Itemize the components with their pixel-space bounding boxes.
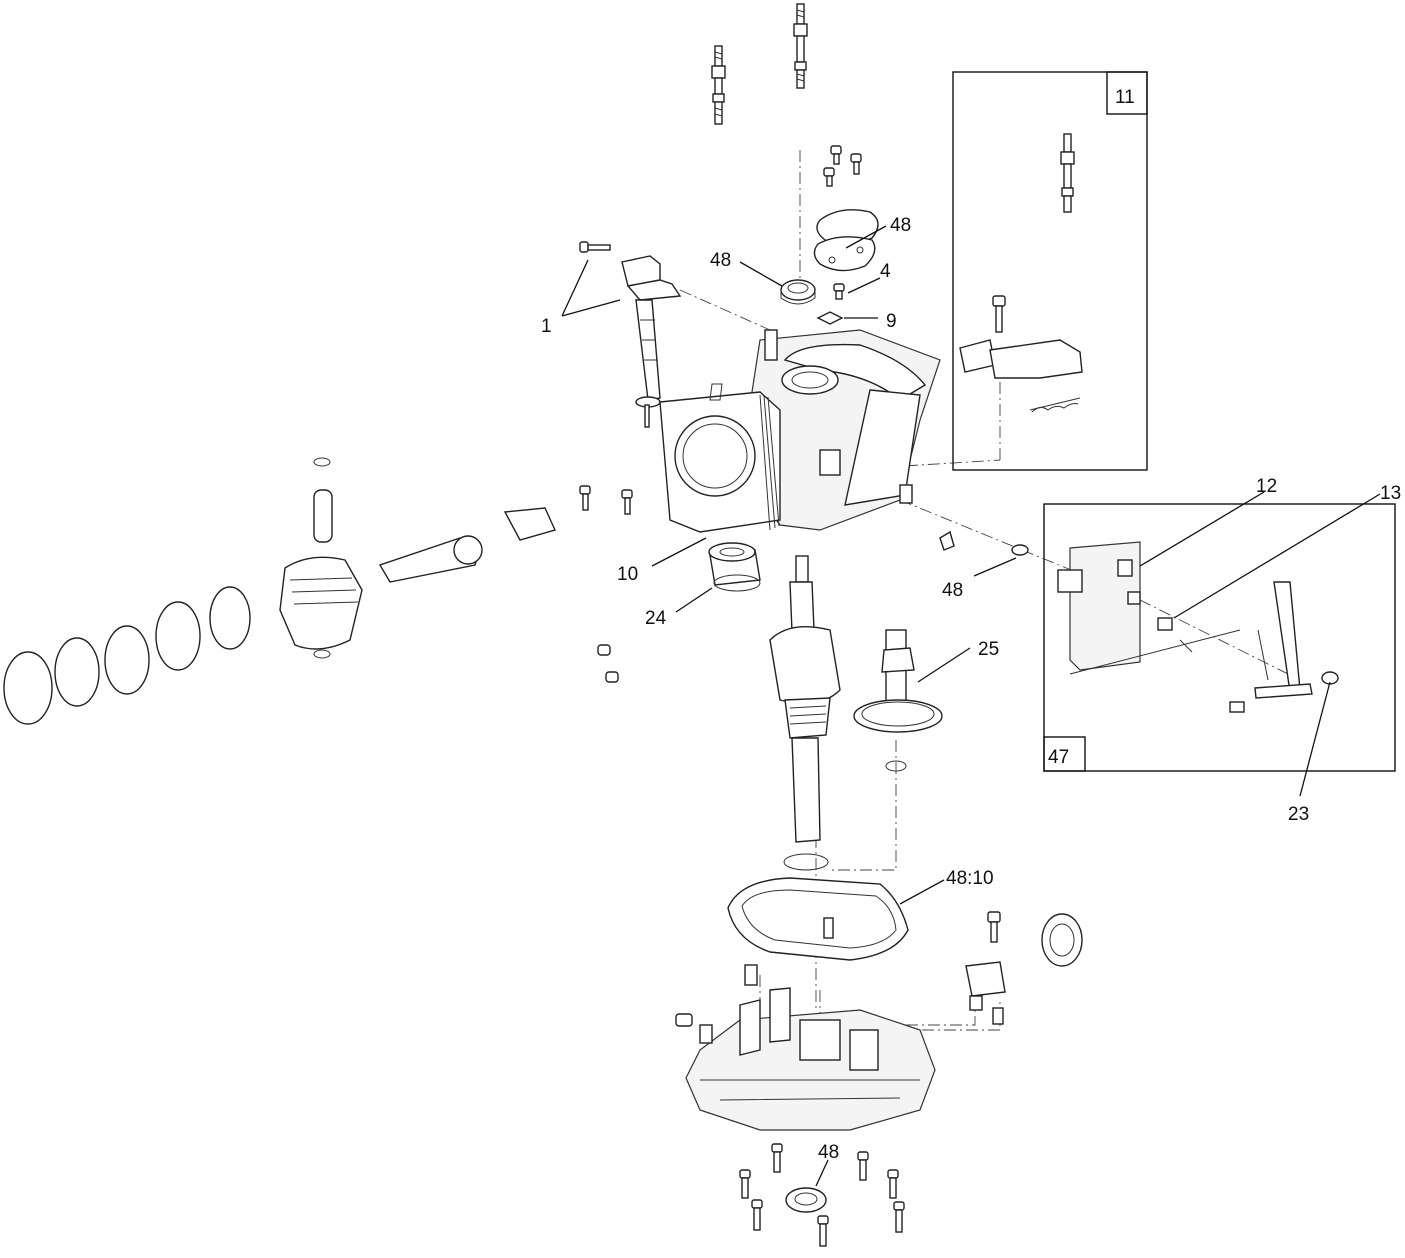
- top-stud-long: [793, 3, 808, 89]
- crankshaft: [769, 555, 841, 871]
- governor-parts: [965, 911, 1083, 1025]
- breather-cover-gaskets: [813, 209, 879, 272]
- crankcase-gasket: [727, 877, 909, 961]
- dipstick-tube: [579, 241, 682, 428]
- piston-rings: [3, 586, 251, 725]
- callout-labels: 1 48 48 4 9 10 24 25 48 11 12 13 47 23 4…: [541, 87, 1401, 1163]
- callout-10: 10: [617, 564, 638, 585]
- callout-48-gasket: 48:10: [946, 868, 994, 889]
- piston-pin: [313, 457, 333, 659]
- callout-1: 1: [541, 316, 552, 337]
- callout-25: 25: [978, 639, 999, 660]
- connecting-rod: [378, 485, 633, 583]
- callout-48-bottom: 48: [818, 1142, 839, 1163]
- bolt-and-clip: [816, 283, 845, 325]
- callout-47: 47: [1048, 747, 1069, 768]
- callout-12: 12: [1256, 476, 1277, 497]
- box-11: [952, 71, 1148, 471]
- cover-bolts: [823, 145, 862, 187]
- leader-lines: [561, 225, 1381, 1187]
- callout-13: 13: [1380, 483, 1401, 504]
- callout-11: 11: [1115, 87, 1135, 108]
- assembly-centerlines: [679, 150, 1301, 1100]
- bottom-bolts: [739, 1143, 905, 1247]
- piston: [279, 556, 363, 650]
- ball-bearing: [708, 542, 761, 592]
- camshaft: [853, 629, 943, 772]
- callout-23: 23: [1288, 804, 1309, 825]
- crankcase-base: [675, 964, 936, 1131]
- callout-48-shaft: 48: [942, 580, 963, 601]
- callout-48-seal: 48: [710, 250, 731, 271]
- callout-48-top: 48: [890, 215, 911, 236]
- oil-seal-top: [780, 279, 816, 305]
- oil-seal-bottom: [785, 1187, 827, 1213]
- callout-9: 9: [886, 311, 897, 332]
- callout-24: 24: [645, 608, 667, 629]
- cylinder-block: [659, 329, 941, 533]
- loose-small-parts: [597, 530, 1029, 683]
- callout-4: 4: [880, 261, 891, 282]
- top-stud-short: [711, 45, 726, 125]
- box-47: [1043, 503, 1396, 772]
